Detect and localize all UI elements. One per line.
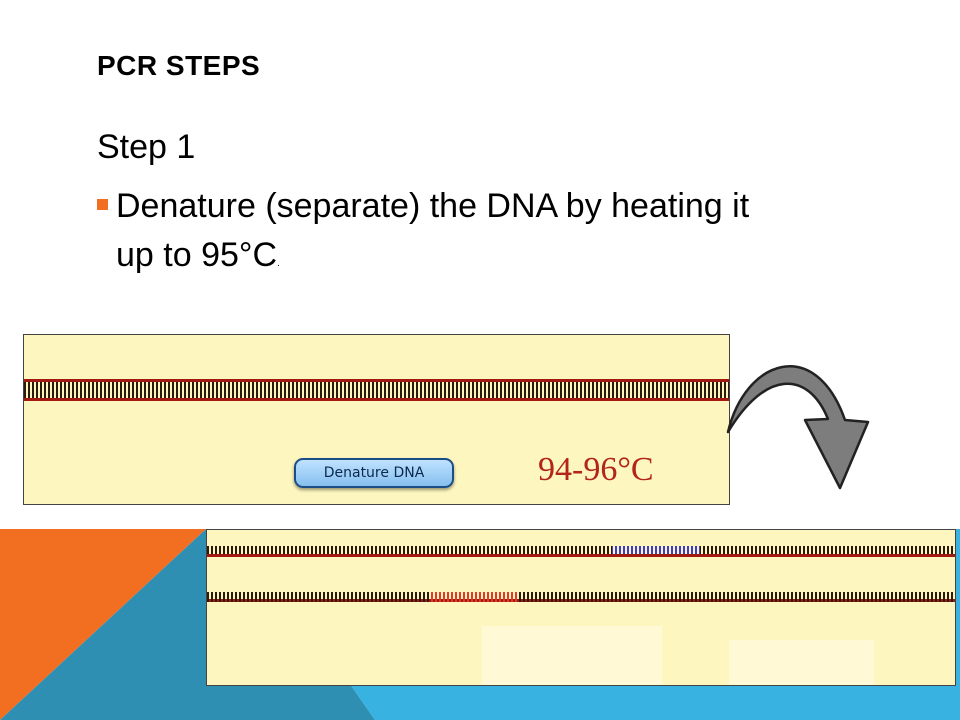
- curved-arrow-icon: [726, 365, 870, 490]
- separated-dna-strands: [207, 546, 955, 685]
- double-strand-dna: [24, 379, 729, 401]
- dna-rungs: [24, 381, 729, 399]
- step-heading: Step 1: [97, 128, 196, 166]
- dna-animation-panel-before: Denature DNA 94-96°C: [23, 334, 730, 505]
- square-bullet-icon: [97, 198, 108, 210]
- bullet-period: .: [277, 258, 280, 269]
- bullet-item: Denature (separate) the DNA by heating i…: [97, 182, 897, 288]
- single-strand-2-primer-site: [429, 592, 519, 602]
- blue-corner-shape: [350, 529, 960, 720]
- bullet-text-line1: Denature (separate) the DNA by heating i…: [116, 187, 750, 225]
- bullet-text-line2: up to 95°C: [116, 236, 278, 274]
- slide-title: PCR STEPS: [97, 50, 261, 81]
- denature-dna-button[interactable]: Denature DNA: [294, 458, 454, 488]
- highlight-box-2: [729, 640, 874, 685]
- single-strand-1-bases: [207, 546, 955, 556]
- single-strand-2-bases: [207, 592, 955, 602]
- single-strand-1-primer-site: [612, 546, 700, 556]
- teal-corner-shape: [0, 529, 375, 720]
- highlight-box-1: [482, 626, 662, 685]
- dna-strand-top: [24, 379, 729, 382]
- dna-strand-bottom: [24, 398, 729, 401]
- temperature-label: 94-96°C: [538, 451, 654, 488]
- single-strand-1-backbone: [207, 554, 955, 557]
- dna-animation-panel-after: [206, 529, 956, 686]
